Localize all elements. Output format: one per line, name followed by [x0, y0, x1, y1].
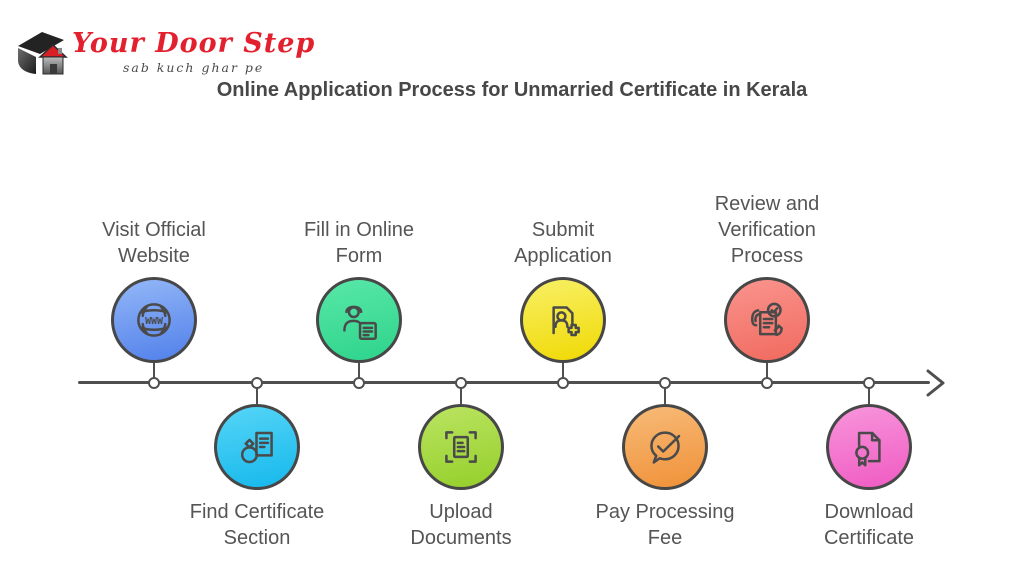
step-label: Upload Documents	[410, 501, 512, 549]
step-upload-documents: Upload Documents	[376, 384, 546, 551]
timeline-node	[148, 377, 160, 389]
step-visit-official-website: Visit Official Website WWW	[69, 188, 239, 383]
timeline-node	[557, 377, 569, 389]
timeline-node	[251, 377, 263, 389]
review-verification-icon	[751, 302, 783, 337]
step-submit-application: Submit Application	[478, 188, 648, 383]
brand-logo: Your Door Step sab kuch ghar pe	[14, 24, 315, 76]
step-fill-in-online-form: Fill in Online Form	[274, 188, 444, 383]
ring-document-icon	[240, 431, 273, 464]
step-find-certificate-section: Find Certificate Section	[172, 384, 342, 551]
step-circle: WWW	[111, 277, 197, 363]
step-pay-processing-fee: Pay Processing Fee	[580, 384, 750, 551]
step-label: Pay Processing Fee	[595, 501, 735, 549]
brand-tagline: sab kuch ghar pe	[122, 60, 265, 76]
step-connector	[459, 384, 463, 404]
timeline-node	[455, 377, 467, 389]
timeline-node	[863, 377, 875, 389]
step-connector	[152, 363, 156, 383]
step-circle	[724, 277, 810, 363]
document-scan-icon	[445, 431, 477, 463]
timeline-node	[761, 377, 773, 389]
step-circle	[826, 404, 912, 490]
step-label: Find Certificate Section	[189, 501, 325, 549]
timeline-node	[659, 377, 671, 389]
timeline-node	[353, 377, 365, 389]
step-circle	[418, 404, 504, 490]
certificate-award-icon	[855, 431, 881, 467]
step-connector	[357, 363, 361, 383]
step-circle	[316, 277, 402, 363]
step-circle	[622, 404, 708, 490]
application-add-icon	[552, 306, 580, 337]
step-connector	[663, 384, 667, 404]
step-circle	[214, 404, 300, 490]
step-connector	[765, 363, 769, 383]
timeline-line	[78, 381, 930, 384]
step-connector	[255, 384, 259, 404]
globe-www-icon: WWW	[137, 303, 171, 337]
step-connector	[867, 384, 871, 404]
step-label: Visit Official Website	[102, 219, 206, 267]
logo-text: Your Door Step sab kuch ghar pe	[72, 28, 316, 76]
timeline-arrow-icon	[926, 369, 945, 397]
step-review-verification: Review and Verification Process	[682, 188, 852, 383]
step-label: Review and Verification Process	[714, 193, 820, 267]
step-circle	[520, 277, 606, 363]
brand-name: Your Door Step	[72, 28, 316, 59]
step-label: Fill in Online Form	[303, 219, 415, 267]
payment-check-icon	[650, 431, 681, 464]
house-icon	[18, 32, 68, 75]
step-connector	[561, 363, 565, 383]
person-form-icon	[343, 305, 377, 340]
step-download-certificate: Download Certificate	[784, 384, 954, 551]
svg-text:WWW: WWW	[145, 316, 163, 327]
step-label: Download Certificate	[823, 501, 915, 549]
step-label: Submit Application	[514, 219, 612, 267]
page-title: Online Application Process for Unmarried…	[216, 79, 808, 101]
